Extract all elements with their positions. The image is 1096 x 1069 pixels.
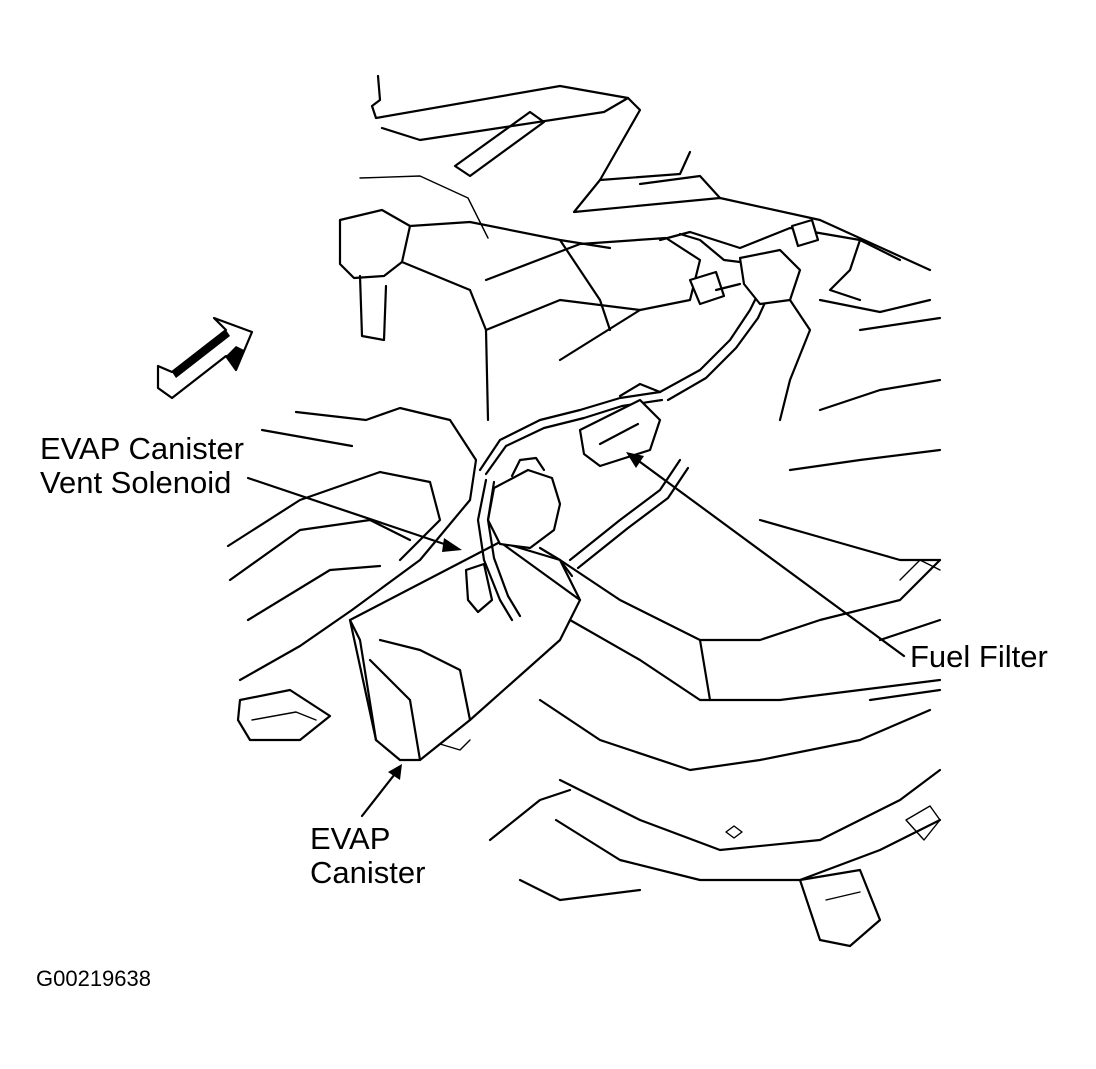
lower-frame-rails bbox=[488, 558, 942, 948]
leader-lines bbox=[246, 452, 906, 818]
evap-canister bbox=[348, 540, 582, 762]
vent-solenoid bbox=[464, 456, 574, 614]
fuel-filter bbox=[578, 382, 662, 468]
vent-solenoid-leader bbox=[246, 476, 458, 550]
figure-id: G00219638 bbox=[36, 966, 151, 991]
forward-direction-arrow-icon bbox=[156, 316, 254, 400]
vent-solenoid-label-line2: Vent Solenoid bbox=[40, 465, 232, 500]
canister-leader bbox=[360, 768, 400, 818]
canister-label-line1: EVAP bbox=[310, 821, 391, 856]
left-bracket bbox=[338, 208, 612, 422]
left-duct-panel bbox=[226, 406, 478, 742]
tank-shield bbox=[484, 226, 932, 362]
vent-solenoid-label-line1: EVAP Canister bbox=[40, 431, 244, 466]
canister-label-line2: Canister bbox=[310, 855, 426, 890]
upper-frame-member bbox=[359, 74, 932, 272]
fuel-filter-label: Fuel Filter bbox=[910, 639, 1048, 674]
fuel-filter-leader bbox=[630, 454, 906, 658]
right-side-panels bbox=[725, 316, 942, 841]
connectors-cluster bbox=[678, 218, 820, 306]
